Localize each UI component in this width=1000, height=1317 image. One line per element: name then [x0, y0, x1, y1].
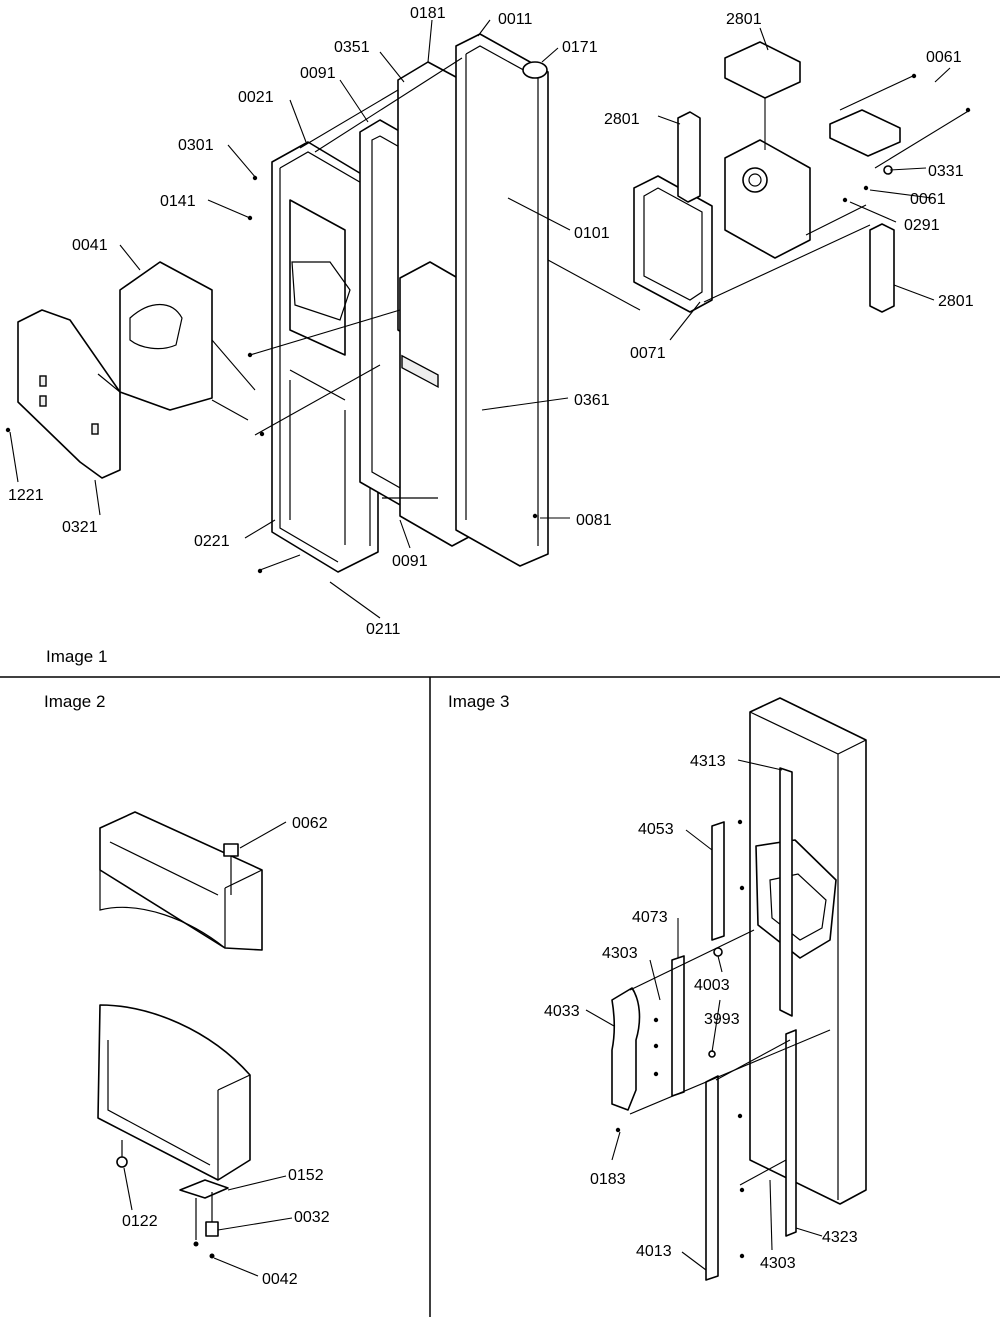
- callout-0171: 0171: [562, 39, 598, 56]
- panel-title-image-1: Image 1: [46, 647, 107, 666]
- callout-0181: 0181: [410, 5, 446, 22]
- image-1-callouts: 0011 0181 0351 0171 0091 0021 0301 0141 …: [8, 5, 974, 638]
- callout-0361: 0361: [574, 392, 610, 409]
- callout-4013: 4013: [636, 1243, 672, 1260]
- callout-0291: 0291: [904, 217, 940, 234]
- callout-0301: 0301: [178, 137, 214, 154]
- part-0071-plate: [633, 175, 713, 313]
- callout-0061-lower: 0061: [910, 191, 946, 208]
- part-4033-handle: [611, 987, 641, 1111]
- part-0011-door-shell: [455, 33, 549, 567]
- part-0152-bracket: [179, 1179, 229, 1199]
- part-2801-insulation-top: [724, 41, 801, 99]
- part-0122-plug: [116, 1156, 128, 1168]
- callout-3993: 3993: [704, 1011, 740, 1028]
- image-1-fasteners: [5, 73, 971, 574]
- callout-2801-right: 2801: [938, 293, 974, 310]
- upper-end-cap: [99, 811, 263, 951]
- callout-4303-lower: 4303: [760, 1255, 796, 1272]
- callout-0091-top: 0091: [300, 65, 336, 82]
- callout-4053: 4053: [638, 821, 674, 838]
- part-4323-lower-trim: [785, 1029, 797, 1237]
- callout-2801-top: 2801: [726, 11, 762, 28]
- callout-1221: 1221: [8, 487, 44, 504]
- image-3-fasteners: [615, 819, 745, 1259]
- callout-4313: 4313: [690, 753, 726, 770]
- callout-4303-upper: 4303: [602, 945, 638, 962]
- callout-2801-left: 2801: [604, 111, 640, 128]
- callout-4033: 4033: [544, 1003, 580, 1020]
- callout-0021: 0021: [238, 89, 274, 106]
- callout-0351: 0351: [334, 39, 370, 56]
- dispenser-recess: [755, 839, 837, 959]
- callout-0221: 0221: [194, 533, 230, 550]
- image-3-leader-lines: [585, 759, 823, 1271]
- part-0171-hinge-cap: [522, 61, 548, 79]
- part-4313-trim: [779, 767, 793, 1017]
- callout-4003: 4003: [694, 977, 730, 994]
- image-2-drawing: [97, 811, 263, 1259]
- lower-end-cap: [97, 1004, 251, 1181]
- part-0321-side-panel: [17, 309, 121, 479]
- part-0041-housing: [119, 261, 213, 411]
- image-3-guide-lines: [629, 929, 831, 1186]
- part-0061-bracket: [829, 109, 901, 157]
- part-0032-hinge-pin: [205, 1221, 219, 1237]
- image-2-leader-lines: [123, 821, 293, 1277]
- callout-0061-top: 0061: [926, 49, 962, 66]
- callout-0041: 0041: [72, 237, 108, 254]
- image-2-callouts: 0062 0152 0032 0122 0042: [122, 815, 330, 1288]
- panel-title-image-2: Image 2: [44, 692, 105, 711]
- callout-0081: 0081: [576, 512, 612, 529]
- callout-0331: 0331: [928, 163, 964, 180]
- callout-0141: 0141: [160, 193, 196, 210]
- image-3-drawing: [611, 697, 867, 1281]
- callout-0183: 0183: [590, 1171, 626, 1188]
- part-2801-insulation-right: [869, 223, 895, 313]
- panel-title-image-3: Image 3: [448, 692, 509, 711]
- part-0141-dispenser-panel: [289, 199, 346, 356]
- callout-0091-bottom: 0091: [392, 553, 428, 570]
- callout-0122: 0122: [122, 1213, 158, 1230]
- image-3-callouts: 4313 4053 4073 4303 4003 3993 4033 0183 …: [544, 753, 858, 1272]
- callout-0211: 0211: [366, 621, 401, 638]
- image-1-leader-lines: [9, 19, 951, 619]
- image-1-drawing: [5, 19, 971, 619]
- callout-4323: 4323: [822, 1229, 858, 1246]
- part-4073-trim: [671, 955, 685, 1097]
- part-2801-insulation-left: [677, 111, 701, 203]
- image-1-guide-lines: [211, 57, 971, 571]
- part-0062-screw: [223, 843, 239, 895]
- callout-0062: 0062: [292, 815, 328, 832]
- part-0291-motor-housing: [724, 139, 811, 259]
- callout-0071: 0071: [630, 345, 666, 362]
- callout-0321: 0321: [62, 519, 98, 536]
- callout-0011: 0011: [498, 11, 533, 28]
- part-4053-cover: [711, 821, 725, 941]
- callout-4073: 4073: [632, 909, 668, 926]
- callout-0152: 0152: [288, 1167, 324, 1184]
- callout-0032: 0032: [294, 1209, 330, 1226]
- part-4013-lower-trim: [705, 1075, 719, 1281]
- callout-0042: 0042: [262, 1271, 298, 1288]
- callout-0101: 0101: [574, 225, 610, 242]
